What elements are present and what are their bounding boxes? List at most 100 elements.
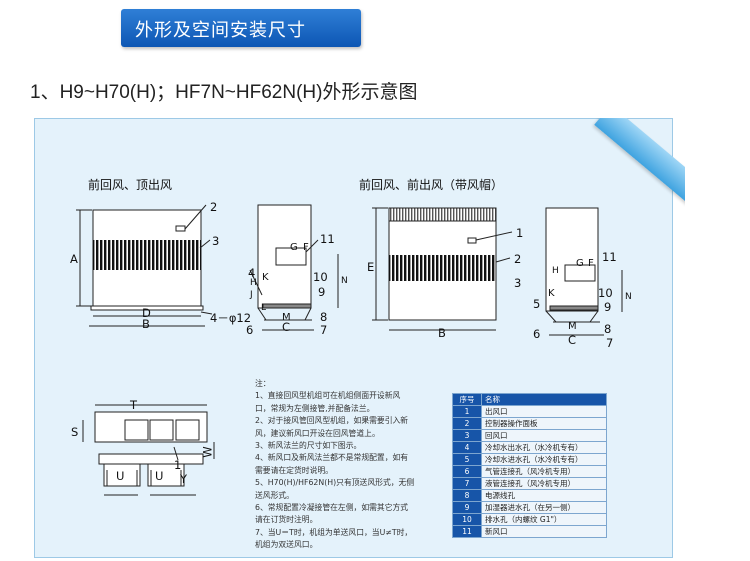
legend-name: 出风口 (481, 405, 607, 418)
right-label: 11 (602, 250, 617, 264)
left-label: G (290, 242, 298, 253)
legend-name: 液管连接孔（风冷机专用） (481, 477, 607, 490)
legend-num: 4 (452, 441, 482, 454)
right-label: K (548, 288, 555, 299)
legend-header: 序号 名称 (452, 393, 607, 406)
left-label: J (250, 290, 253, 300)
legend-name: 排水孔（内螺纹 G1"） (481, 513, 607, 526)
notes-title: 注： (255, 379, 271, 388)
legend-name: 回风口 (481, 429, 607, 442)
legend-num: 5 (452, 453, 482, 466)
legend-num: 9 (452, 501, 482, 514)
left-label: L (261, 303, 267, 313)
note-item: 4、新风口及新风法兰都不是常规配置，如有需要请在定货时说明。 (255, 453, 409, 475)
left-label: H (250, 278, 257, 288)
left-label: 1 (174, 458, 182, 472)
right-label: 1 (516, 226, 524, 240)
left-label: 11 (320, 232, 335, 246)
left-label: 8 (320, 310, 328, 324)
left-label: 6 (246, 323, 254, 337)
left-label: C (282, 320, 291, 334)
left-label: K (262, 272, 269, 283)
right-label: 3 (514, 276, 522, 290)
left-label: 2 (210, 200, 218, 214)
right-label: M (568, 321, 577, 332)
left-label: 4－φ12 (210, 311, 252, 325)
right-label: 7 (606, 336, 614, 350)
left-label: A (70, 252, 78, 266)
note-item: 2、对于接风管回风型机组，如果需要引入新风，建议新风口开设在回风管道上。 (255, 416, 409, 438)
flange-front (98, 453, 204, 465)
left-label: U (116, 469, 125, 483)
legend-name: 加湿器进水孔（在另一侧） (481, 501, 607, 514)
right-diagram-title: 前回风、前出风（带风帽） (359, 178, 504, 192)
note-item: 6、常规配置冷凝接管在左侧，如需其它方式请在订货时注明。 (255, 503, 409, 525)
legend-num: 1 (452, 405, 482, 418)
legend-name: 冷却水进水孔（水冷机专有） (481, 453, 607, 466)
legend-header-num: 序号 (452, 393, 482, 406)
left-label: B (142, 317, 150, 331)
left-label: T (130, 398, 138, 412)
legend-num: 10 (452, 513, 482, 526)
left-label: S (71, 425, 79, 439)
left-label: 9 (318, 285, 326, 299)
legend-header-name: 名称 (481, 393, 607, 406)
figure-subtitle: 1、H9~H70(H)；HF7N~HF62N(H)外形示意图 (30, 82, 418, 103)
legend-num: 3 (452, 429, 482, 442)
right-label: E (367, 260, 375, 274)
right-label: 10 (598, 286, 613, 300)
left-label: 7 (320, 323, 328, 337)
legend-num: 6 (452, 465, 482, 478)
right-label: 5 (533, 297, 541, 311)
left-label: D (142, 306, 151, 320)
right-label: G (576, 258, 584, 269)
left-label: N (341, 276, 348, 286)
legend-num: 8 (452, 489, 482, 502)
legend-name: 气管连接孔（风冷机专用） (481, 465, 607, 478)
left-label: 3 (212, 234, 220, 248)
left-label: M (282, 312, 291, 323)
legend-name: 电源线孔 (481, 489, 607, 502)
right-label: N (625, 292, 632, 302)
right-label: 8 (604, 322, 612, 336)
right-label: C (568, 333, 577, 347)
legend-num: 2 (452, 417, 482, 430)
left-label: W (200, 446, 215, 458)
right-label: B (438, 326, 446, 340)
legend-name: 控制器操作面板 (481, 417, 607, 430)
right-label: F (588, 258, 594, 269)
legend-num: 7 (452, 477, 482, 490)
right-label: 2 (514, 252, 522, 266)
left-diagram-title: 前回风、顶出风 (88, 178, 173, 192)
section-banner: 外形及空间安装尺寸 (121, 9, 361, 47)
right-label: 9 (604, 300, 612, 314)
note-item: 7、当U＝T时，机组为单送风口，当U≠T时，机组为双送风口。 (255, 527, 413, 550)
left-label: Y (180, 472, 188, 486)
note-item: 1、直接回风型机组可在机组侧面开设新风口，常规为左侧接管,并配备法兰。 (255, 391, 401, 413)
left-label: F (303, 242, 309, 253)
left-label: 4 (248, 266, 256, 280)
note-item: 5、H70(H)/HF62N(H)只有顶送风形式，无侧送风形式。 (255, 478, 415, 500)
right-side-body (545, 207, 599, 312)
notes-block: 注： 1、直接回风型机组可在机组侧面开设新风口，常规为左侧接管,并配备法兰。 2… (255, 378, 415, 552)
section-title: 外形及空间安装尺寸 (135, 20, 306, 41)
right-label: H (552, 266, 559, 276)
left-label: U (155, 469, 164, 483)
legend-name: 冷却水出水孔（水冷机专有） (481, 441, 607, 454)
note-item: 3、新风法兰的尺寸如下图示。 (255, 441, 362, 451)
legend-num: 11 (452, 525, 482, 538)
left-label: 10 (313, 270, 328, 284)
